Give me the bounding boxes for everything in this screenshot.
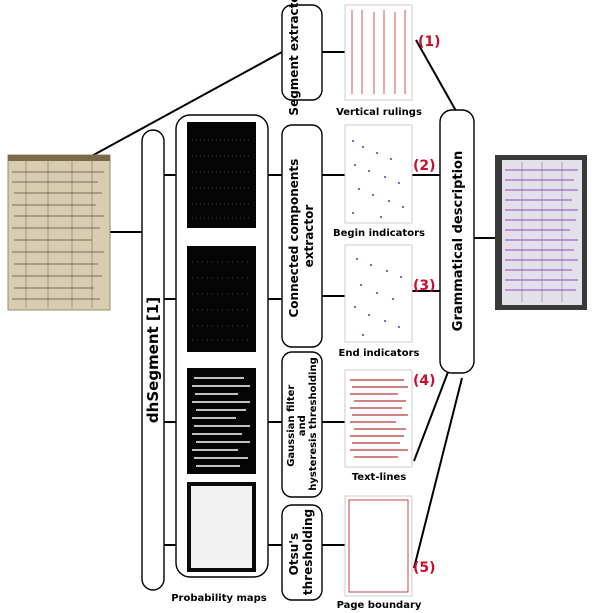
output-vertical-rulings-image [344,4,413,101]
otsu-thresholding-box [281,504,323,601]
output-document-image [495,155,587,310]
caption-end-indicators: End indicators [339,348,420,359]
connected-components-box [281,124,323,348]
number-2: (2) [413,158,436,174]
gaussian-filter-label: Gaussian filter and hysteresis threshold… [286,357,319,491]
probability-map-4 [187,482,256,572]
gaussian-filter-box [281,351,323,498]
segment-extractor-label: Segment extractor [287,0,301,116]
number-5: (5) [413,560,436,576]
otsu-line2: thresholding [301,509,315,595]
caption-text-lines: Text-lines [352,472,406,483]
gaussian-line2: and [297,415,308,436]
probability-maps-caption: Probability maps [171,593,267,604]
connected-components-line1: Connected components [287,159,301,318]
probability-map-1 [187,122,256,228]
input-document-image [7,154,111,311]
number-4: (4) [413,373,436,389]
probability-map-2 [187,246,256,352]
number-1: (1) [418,34,441,50]
otsu-line1: Otsu's [287,533,301,575]
gaussian-line3: hysteresis thresholding [308,357,319,491]
segment-extractor-box [281,4,323,101]
connected-components-line2: extractor [302,205,316,268]
output-page-boundary-image [344,495,413,597]
probability-map-3 [187,368,256,474]
output-text-lines-image [344,369,413,468]
grammatical-description-label: Grammatical description [451,151,466,331]
output-begin-indicators-image [344,124,413,224]
dhsegment-block [141,129,165,591]
gaussian-line1: Gaussian filter [286,385,297,467]
connector-lines [87,39,495,569]
caption-vertical-rulings: Vertical rulings [336,107,422,118]
otsu-thresholding-label: Otsu's thresholding [287,509,315,595]
number-3: (3) [413,278,436,294]
caption-begin-indicators: Begin indicators [333,228,425,239]
dhsegment-label: dhSegment [1] [144,297,162,423]
connected-components-label: Connected components extractor [287,154,316,317]
grammatical-description-box [439,109,475,374]
caption-page-boundary: Page boundary [337,600,422,611]
output-end-indicators-image [344,244,413,343]
